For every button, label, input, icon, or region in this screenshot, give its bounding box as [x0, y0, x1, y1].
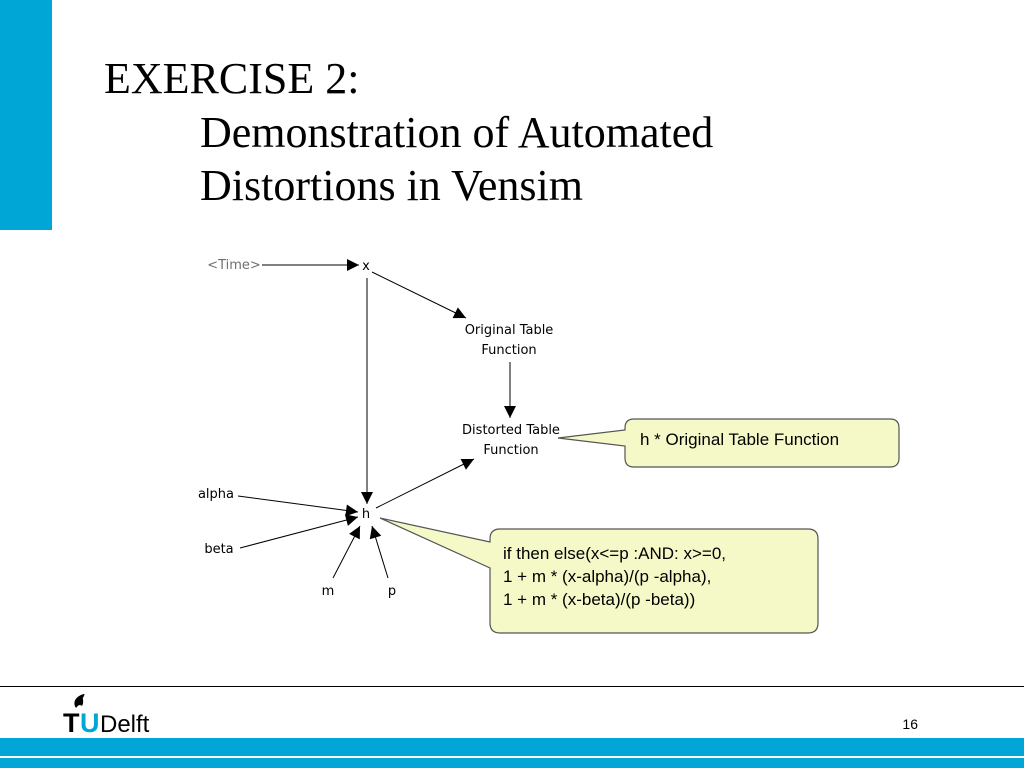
- accent-bar: [0, 0, 52, 230]
- slide-title: EXERCISE 2: Demonstration of Automated D…: [104, 52, 713, 213]
- logo-delft: Delft: [100, 711, 150, 738]
- arrow-alpha-to-h: [237, 495, 359, 517]
- callout-h-shape: [379, 517, 819, 634]
- page-number: 16: [902, 716, 918, 732]
- node-p: p: [388, 584, 396, 599]
- node-distorted-table-function-line1: Distorted Table: [462, 423, 560, 438]
- arrow-x-to-original: [371, 271, 467, 319]
- node-distorted-table-function-line2: Function: [483, 443, 538, 458]
- tu-delft-logo: T U Delft: [63, 693, 150, 738]
- callout-h-line-1: if then else(x<=p :AND: x>=0,: [503, 544, 726, 563]
- callout-h-line-2: 1 + m * (x-alpha)/(p -alpha),: [503, 567, 711, 586]
- title-line-1: EXERCISE 2:: [104, 54, 360, 103]
- logo-letter-t: T: [63, 708, 80, 738]
- callout-distorted-formula: h * Original Table Function: [557, 418, 900, 468]
- node-time: <Time>: [207, 258, 261, 273]
- callout-h-formula: if then else(x<=p :AND: x>=0, 1 + m * (x…: [379, 517, 819, 634]
- node-x: x: [362, 259, 370, 274]
- title-line-3: Distortions in Vensim: [200, 161, 584, 211]
- node-original-table-function-line1: Original Table: [465, 323, 554, 338]
- callout-distorted-shape: [557, 418, 900, 468]
- arrow-p-to-h: [369, 525, 389, 579]
- footer-accent-bar: [0, 738, 1024, 768]
- title-line-2: Demonstration of Automated: [200, 107, 714, 157]
- arrow-beta-to-h: [239, 514, 359, 549]
- causal-diagram: <Time> x Original Table Function Distort…: [198, 258, 900, 634]
- logo-letter-u: U: [80, 708, 100, 738]
- arrow-h-to-distorted: [375, 458, 475, 509]
- footer-accent-stripe: [0, 756, 1024, 758]
- flame-icon: [74, 694, 84, 708]
- node-alpha: alpha: [198, 487, 234, 502]
- node-h: h: [362, 507, 370, 522]
- callout-distorted-text: h * Original Table Function: [640, 430, 839, 449]
- callout-h-line-3: 1 + m * (x-beta)/(p -beta)): [503, 590, 695, 609]
- node-beta: beta: [204, 542, 233, 557]
- node-m: m: [322, 584, 335, 599]
- node-original-table-function-line2: Function: [481, 343, 536, 358]
- footer-divider: [0, 686, 1024, 687]
- arrow-m-to-h: [332, 525, 361, 579]
